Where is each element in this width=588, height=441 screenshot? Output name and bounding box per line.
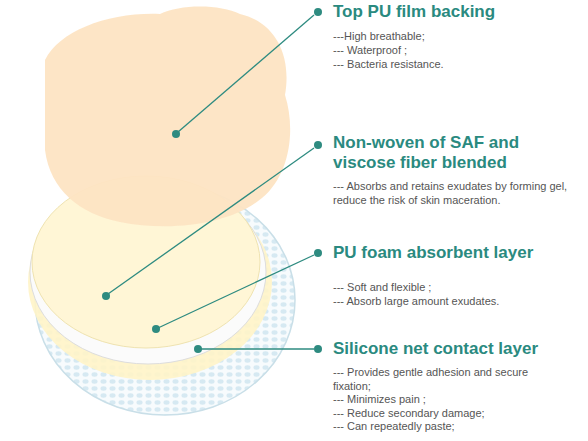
- feature-note: --- Can repeatedly paste;: [333, 420, 583, 434]
- feature-note: --- Provides gentle adhesion and secure …: [333, 366, 533, 393]
- feature-note: --- Reduce secondary damage;: [333, 407, 583, 421]
- pu-film-backing: [45, 7, 290, 227]
- leader-line: [201, 348, 314, 349]
- leader-line: [158, 255, 314, 328]
- leader-dot: [314, 8, 322, 16]
- feature-note: --- Minimizes pain ;: [333, 393, 583, 407]
- layer-name: PU foam absorbent layer: [333, 243, 583, 263]
- feature-note: --- Soft and flexible ;: [333, 281, 583, 295]
- leader-line: [178, 15, 314, 132]
- leader-dots: [102, 8, 322, 353]
- layer-name: Silicone net contact layer: [333, 339, 583, 359]
- layer-name: Non-woven of SAF and viscose fiber blend…: [333, 133, 558, 173]
- leader-dot: [102, 292, 110, 300]
- feature-note: --- Absorbs and retains exudates by form…: [333, 180, 578, 207]
- leader-lines: [108, 15, 314, 349]
- leader-dot: [314, 345, 322, 353]
- feature-note: ---High breathable;: [333, 30, 583, 44]
- feature-note: --- Waterproof ;: [333, 44, 583, 58]
- leader-dot: [314, 249, 322, 257]
- leader-dot: [172, 130, 180, 138]
- leader-dot: [314, 141, 322, 149]
- layer-name: Top PU film backing: [333, 2, 583, 22]
- feature-note: --- Bacteria resistance.: [333, 58, 583, 72]
- leader-line: [108, 148, 314, 294]
- feature-note: --- Absorb large amount exudates.: [333, 295, 583, 309]
- leader-dot: [152, 325, 160, 333]
- leader-dot: [194, 345, 202, 353]
